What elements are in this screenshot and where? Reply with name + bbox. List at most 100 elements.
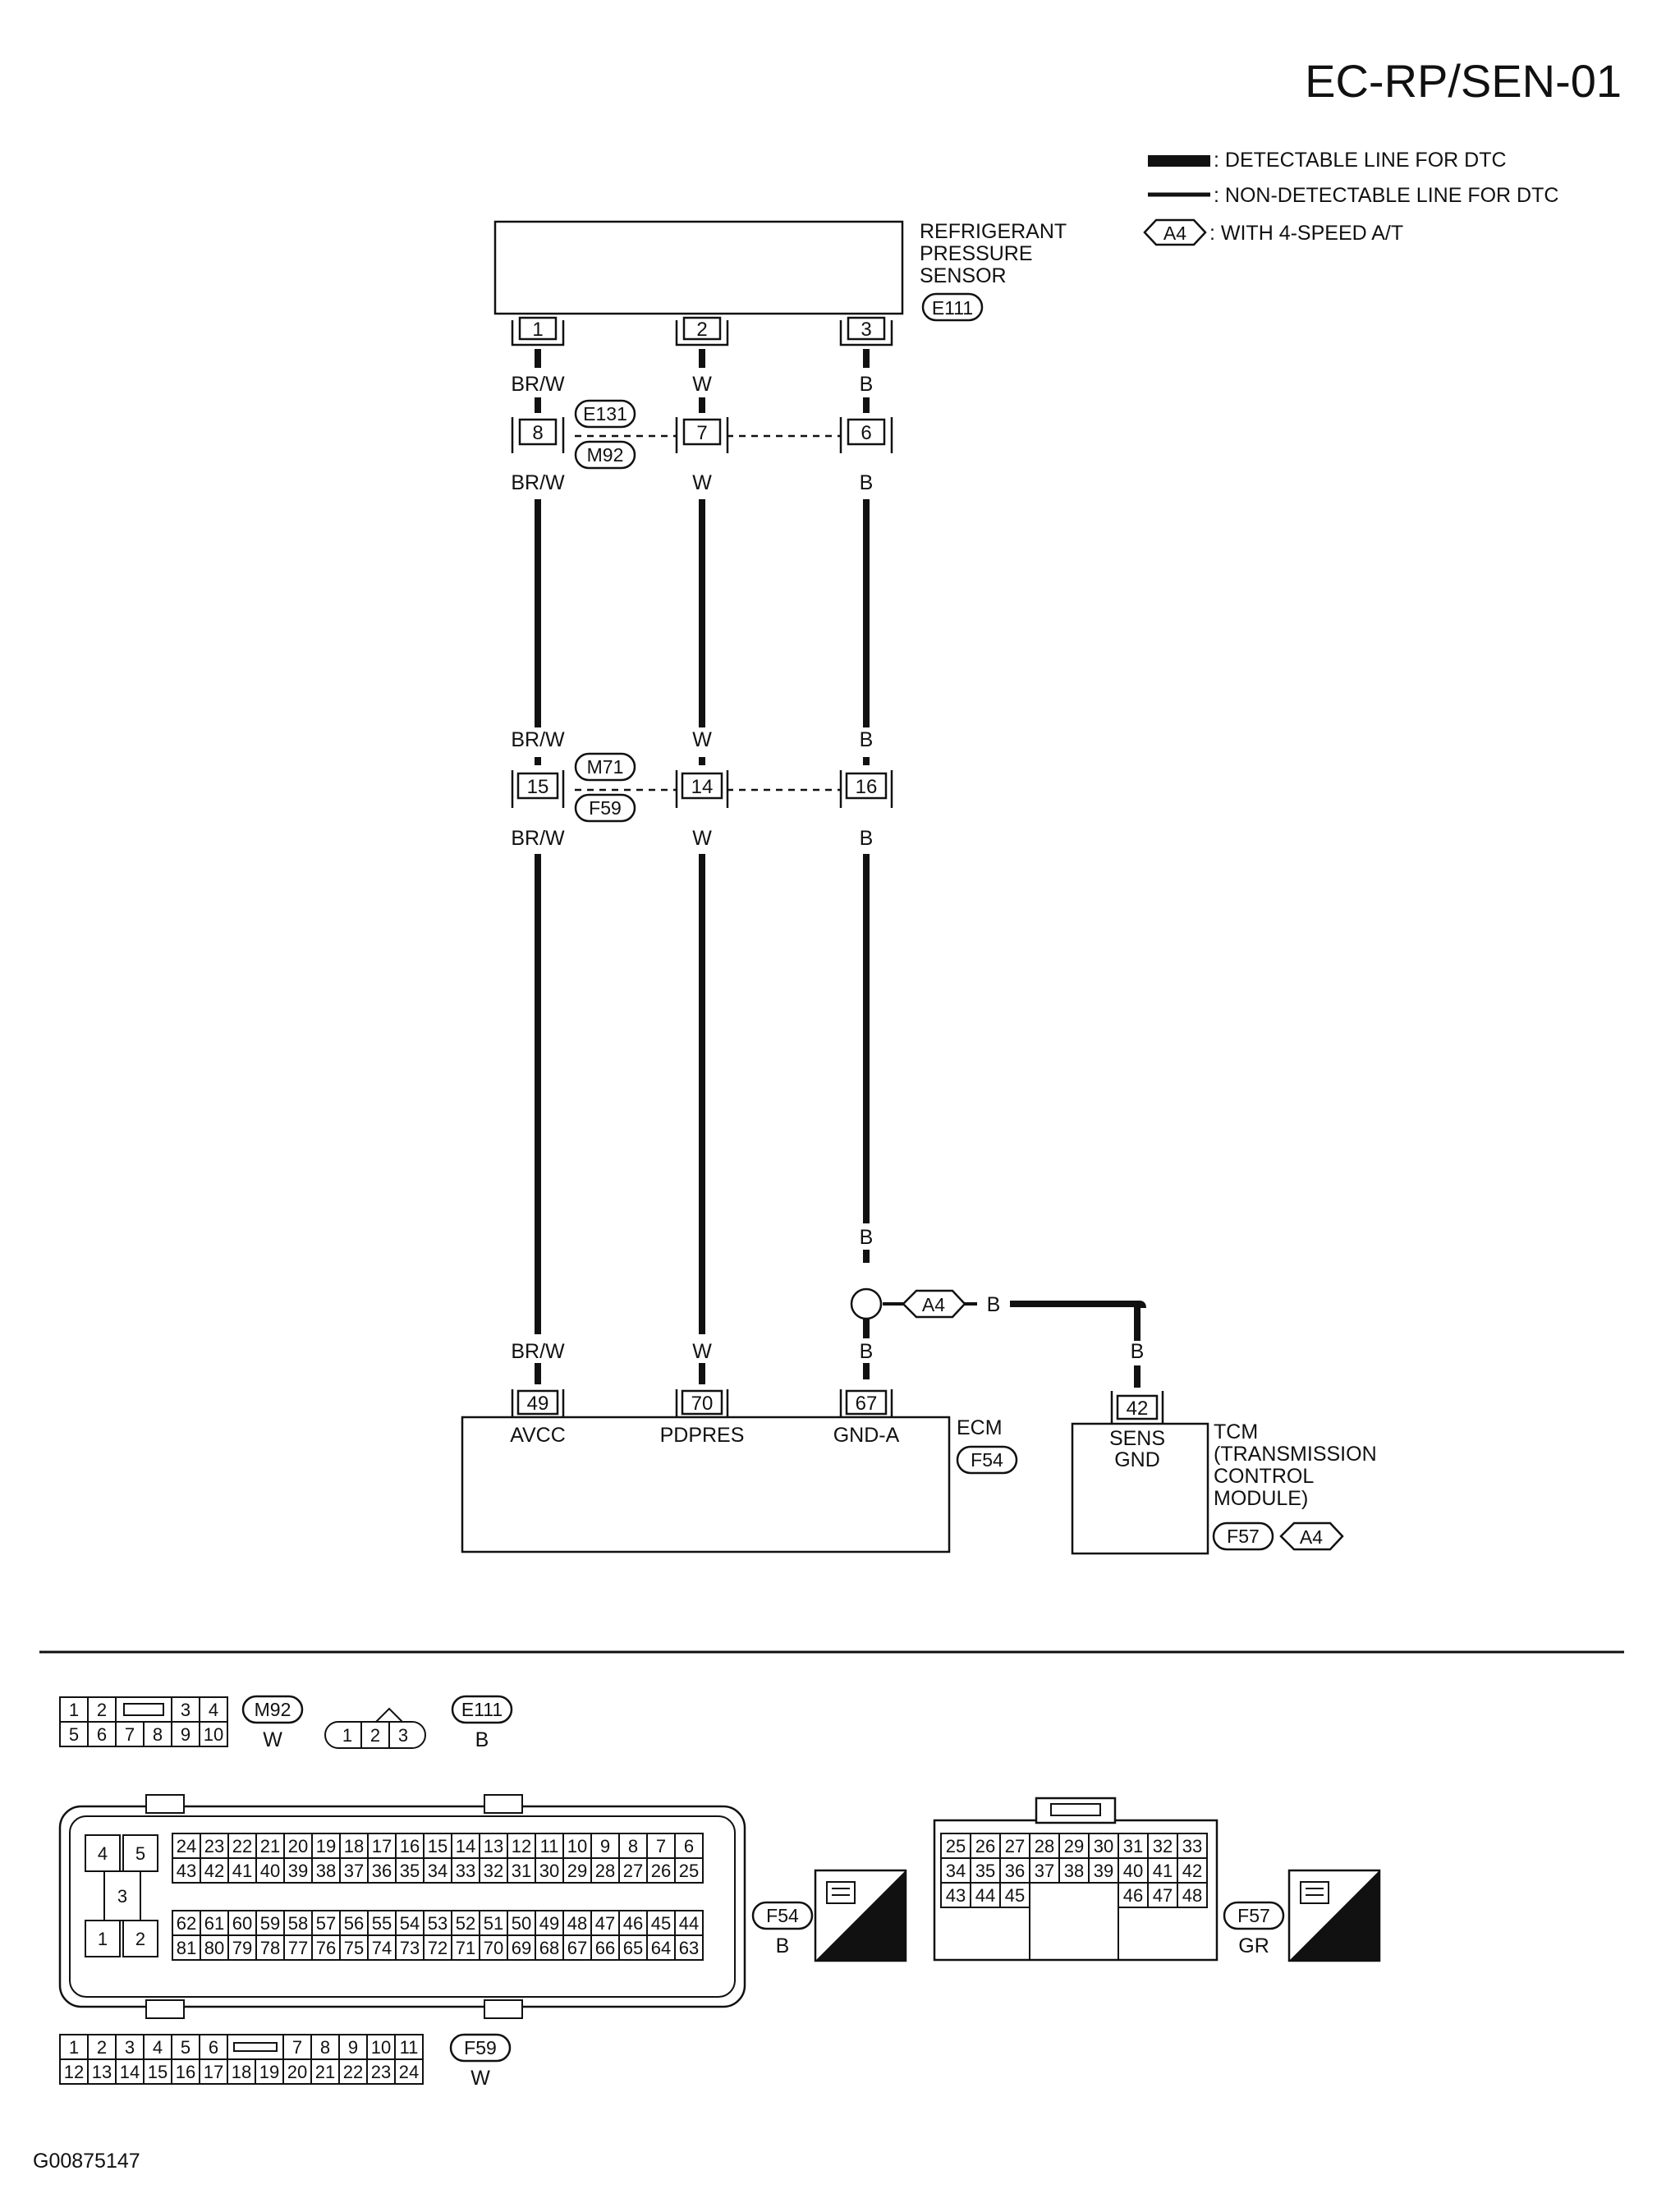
connector-cavity [674,1857,704,1884]
cavity-number: 44 [679,1913,699,1934]
connector-cavity [283,1833,313,1859]
cavity-number: 67 [567,1938,587,1958]
wire-color-label: BR/W [511,728,565,751]
cavity-number: 37 [1035,1861,1054,1881]
junction-2-pin-15: 15 [527,776,549,798]
cavity-number: 47 [595,1913,615,1934]
connector-view-f54-id: F54 [766,1905,799,1926]
connector-cavity [85,1834,121,1872]
connector-latch [484,1794,523,1814]
connector-cavity [171,1696,200,1723]
cavity-number: 31 [512,1861,531,1881]
cavity-number: 66 [595,1938,615,1958]
cavity-number: 20 [288,1836,308,1856]
cavity-number: 3 [398,1725,408,1746]
connector-cavity [674,1934,704,1961]
wire-color-label: B [860,1340,874,1363]
cavity-number: 47 [1153,1885,1173,1906]
cavity-number: 48 [567,1913,587,1934]
cavity-number: 8 [153,1724,163,1745]
ecm-terminal-avcc: AVCC [510,1424,566,1447]
cavity-number: 1 [98,1929,108,1949]
cavity-number: 22 [232,1836,252,1856]
sensor-name-line-2: PRESSURE [920,242,1033,265]
cavity-number: 15 [148,2062,168,2082]
cavity-number: 10 [567,1836,587,1856]
cavity-number: 65 [623,1938,643,1958]
cavity-number: 10 [204,1724,223,1745]
wire-color-label: W [692,1340,712,1363]
connector-latch [145,1999,185,2019]
cavity-number: 27 [1005,1836,1025,1856]
connector-view-f57-id: F57 [1237,1905,1270,1926]
cavity-number: 23 [371,2062,391,2082]
connector-lock-tab [123,1703,164,1716]
connector-cavity [200,1934,229,1961]
connector-cavity [282,2058,312,2085]
cavity-number: 44 [975,1885,995,1906]
connector-cavity [1088,1833,1119,1859]
cavity-number: 11 [540,1836,559,1856]
cavity-number: 72 [428,1938,447,1958]
cavity-number: 74 [372,1938,392,1958]
cavity-number: 39 [288,1861,308,1881]
cavity-number: 25 [679,1861,699,1881]
cavity-number: 26 [975,1836,995,1856]
page-title: EC-RP/SEN-01 [1305,55,1622,107]
connector-cavity [1147,1857,1178,1884]
tcm-terminal-line-1: SENS [1109,1427,1165,1450]
cavity-number: 31 [1123,1836,1143,1856]
connector-cavity [115,1721,145,1747]
connector-cavity [562,1910,592,1936]
ecm-terminal-pdpres: PDPRES [660,1424,745,1447]
connector-view-m92-id: M92 [255,1699,291,1720]
cavity-number: 14 [456,1836,475,1856]
cavity-number: 54 [400,1913,420,1934]
connector-cavity [143,2058,172,2085]
tcm-name-line-1: TCM [1214,1420,1258,1443]
connector-cavity [59,1721,89,1747]
cavity-number: 3 [181,1700,190,1720]
cavity-number: 59 [260,1913,280,1934]
connector-cavity [283,1934,313,1961]
cavity-number: 3 [117,1886,127,1907]
connector-cavity [590,1934,620,1961]
connector-cavity [172,1857,201,1884]
wire-color-label: BR/W [511,827,565,850]
connector-lock-tab [233,2042,278,2052]
cavity-number: 20 [287,2062,307,2082]
cavity-number: 58 [288,1913,308,1934]
connector-cavity [115,2034,145,2060]
connector-view-m92-color: W [263,1728,282,1751]
connector-cavity [1029,1857,1060,1884]
cavity-number: 2 [370,1725,380,1746]
connector-cavity [999,1833,1030,1859]
connector-cavity [199,2058,228,2085]
connector-view-f57-color: GR [1238,1934,1269,1957]
connector-cavity [255,1910,285,1936]
cavity-number: 28 [1035,1836,1054,1856]
connector-latch [145,1794,185,1814]
connector-cavity [367,1833,397,1859]
figure-id: G00875147 [33,2150,140,2173]
junction-2-connector-f59: F59 [589,797,622,819]
cavity-number: 13 [92,2062,112,2082]
wire-color-label: B [860,728,874,751]
connector-cavity [970,1833,1001,1859]
connector-view-f59-color: W [470,2067,490,2090]
connector-cavity [395,1934,425,1961]
connector-cavity [618,1857,648,1884]
connector-cavity [394,2034,424,2060]
cavity-number: 42 [204,1861,224,1881]
sensor-pin-3-label: 3 [861,319,871,341]
ecm-terminal-gnd-a: GND-A [833,1424,900,1447]
connector-cavity [200,1910,229,1936]
cavity-number: 40 [260,1861,280,1881]
connector-cavity [618,1910,648,1936]
cavity-number: 18 [232,2062,251,2082]
connector-cavity [199,1696,228,1723]
cavity-number: 25 [946,1836,966,1856]
cavity-number: 50 [512,1913,531,1934]
